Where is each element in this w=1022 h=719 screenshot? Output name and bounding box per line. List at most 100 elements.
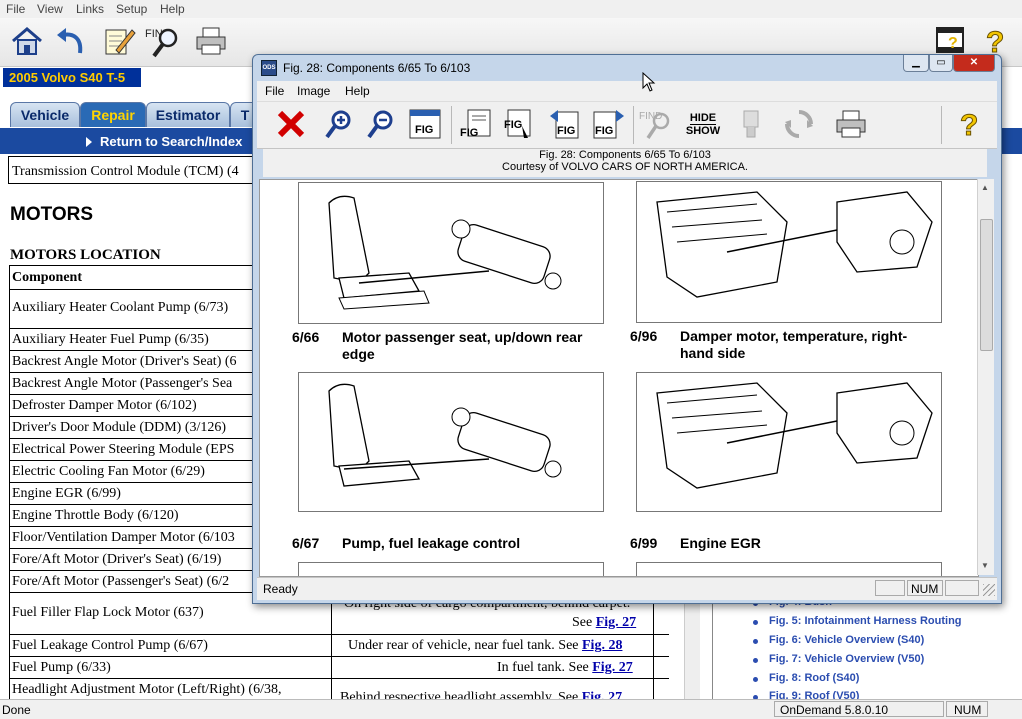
show-label: SHOW bbox=[685, 124, 721, 137]
table-row: Electrical Power Steering Module (EPS bbox=[12, 442, 235, 457]
table-row: Engine EGR (6/99) bbox=[12, 486, 121, 501]
figure-label: Pump, fuel leakage control bbox=[342, 535, 521, 551]
return-to-search-link[interactable]: Return to Search/Index bbox=[100, 134, 243, 149]
figure-code: 6/96 bbox=[630, 328, 658, 344]
table-row: Transmission Control Module (TCM) (4 bbox=[12, 164, 239, 179]
printer-icon[interactable] bbox=[833, 106, 869, 142]
table-row: Driver's Door Module (DDM) (3/126) bbox=[12, 420, 227, 435]
figure-image-damper-motor bbox=[636, 181, 942, 323]
fig-27-link[interactable]: Fig. 27 bbox=[595, 615, 637, 630]
window-statusbar: Ready NUM bbox=[257, 577, 997, 600]
app-icon: ODS bbox=[261, 60, 277, 76]
notes-film-icon[interactable]: ? bbox=[932, 22, 970, 60]
hide-show-toggle[interactable]: HIDE SHOW bbox=[685, 106, 721, 142]
table-row: Fuel Filler Flap Lock Motor (637) bbox=[12, 605, 204, 620]
menu-help[interactable]: Help bbox=[345, 84, 370, 98]
figure-label: Damper motor, temperature, right-hand si… bbox=[680, 328, 908, 361]
table-row: Engine Throttle Body (6/120) bbox=[12, 508, 179, 523]
fig-7-link[interactable]: Fig. 7: Vehicle Overview (V50) bbox=[769, 653, 925, 665]
previous-figure-icon[interactable]: FIG bbox=[547, 106, 583, 142]
scroll-thumb[interactable] bbox=[980, 219, 993, 351]
find-disabled-icon: FIND bbox=[639, 106, 675, 142]
figure-image-next bbox=[298, 562, 604, 576]
zoom-out-icon[interactable] bbox=[363, 106, 399, 142]
resize-grip-icon[interactable] bbox=[983, 584, 995, 596]
bullet-icon bbox=[753, 695, 758, 700]
help-icon[interactable]: ? bbox=[951, 106, 987, 142]
bullet-icon bbox=[753, 620, 758, 625]
fig-label: FIG bbox=[415, 124, 433, 136]
menu-image[interactable]: Image bbox=[297, 84, 331, 98]
fig-label: FIG bbox=[504, 119, 522, 131]
svg-text:?: ? bbox=[960, 109, 978, 141]
find-label: FIND bbox=[639, 111, 662, 122]
fig-28-link[interactable]: Fig. 28 bbox=[582, 638, 623, 653]
figure-select-icon[interactable]: FIG bbox=[499, 106, 535, 142]
fig-8-link[interactable]: Fig. 8: Roof (S40) bbox=[769, 672, 860, 684]
caption-title: Fig. 28: Components 6/65 To 6/103 bbox=[539, 149, 711, 161]
table-row: Backrest Angle Motor (Driver's Seat) (6 bbox=[12, 354, 237, 369]
fig-6-link[interactable]: Fig. 6: Vehicle Overview (S40) bbox=[769, 634, 925, 646]
arrow-right-icon bbox=[86, 137, 92, 147]
menu-view[interactable]: View bbox=[37, 2, 63, 16]
mouse-cursor-icon bbox=[642, 72, 656, 92]
bullet-icon bbox=[753, 639, 758, 644]
fig-9-link[interactable]: Fig. 9: Roof (V50) bbox=[769, 690, 860, 699]
table-row: Fuel Leakage Control Pump (6/67) bbox=[12, 638, 208, 653]
fig-27-link[interactable]: Fig. 27 bbox=[592, 660, 633, 675]
figure-window[interactable]: ODS Fig. 28: Components 6/65 To 6/103 ▁ … bbox=[252, 54, 1002, 604]
scroll-down-icon[interactable]: ▼ bbox=[981, 561, 989, 570]
close-x-icon[interactable] bbox=[273, 106, 309, 142]
fig-label: FIG bbox=[460, 127, 478, 139]
bullet-icon bbox=[753, 658, 758, 663]
table-row: Electric Cooling Fan Motor (6/29) bbox=[12, 464, 205, 479]
back-arrow-icon[interactable] bbox=[52, 22, 90, 60]
tab-repair[interactable]: Repair bbox=[80, 102, 146, 127]
help-icon[interactable]: ? bbox=[976, 22, 1014, 60]
next-figure-icon[interactable]: FIG bbox=[591, 106, 627, 142]
column-header-component: Component bbox=[12, 270, 83, 285]
figure-code: 6/99 bbox=[630, 535, 658, 551]
window-toolbar: FIG FIG FIG FIG FIG FIND HIDE SHOW bbox=[257, 101, 997, 149]
notepad-icon[interactable] bbox=[100, 22, 138, 60]
location-text: Behind respective headlight assembly. Se… bbox=[340, 690, 622, 699]
menu-file[interactable]: File bbox=[6, 2, 26, 16]
menu-file[interactable]: File bbox=[265, 84, 285, 98]
tab-vehicle[interactable]: Vehicle bbox=[10, 102, 80, 127]
zoom-in-icon[interactable] bbox=[321, 106, 357, 142]
figure-code: 6/66 bbox=[292, 329, 320, 345]
fit-window-fig-icon[interactable]: FIG bbox=[407, 106, 443, 142]
fig-5-link[interactable]: Fig. 5: Infotainment Harness Routing bbox=[769, 615, 962, 627]
menu-links[interactable]: Links bbox=[76, 2, 105, 16]
printer-icon[interactable] bbox=[192, 22, 230, 60]
figure-code: 6/67 bbox=[292, 535, 320, 551]
table-row: Fuel Pump (6/33) bbox=[12, 660, 111, 675]
menu-help[interactable]: Help bbox=[160, 2, 185, 16]
figure-list-icon[interactable]: FIG bbox=[457, 106, 493, 142]
find-icon[interactable]: FIND bbox=[144, 22, 184, 60]
table-row: Headlight Adjustment Motor (Left/Right) … bbox=[12, 682, 282, 697]
scroll-up-icon[interactable]: ▲ bbox=[981, 183, 989, 192]
figure-image-next bbox=[636, 562, 942, 576]
close-button[interactable]: ✕ bbox=[953, 55, 995, 72]
figure-image-fuel-pump bbox=[298, 372, 604, 512]
figure-image-engine-egr bbox=[636, 372, 942, 512]
maximize-button[interactable]: ▭ bbox=[929, 55, 953, 72]
figure-label: Engine EGR bbox=[680, 535, 761, 551]
location-text: In fuel tank. See Fig. 27 bbox=[497, 660, 633, 675]
fig-27-link[interactable]: Fig. 27 bbox=[581, 690, 623, 699]
num-lock-indicator: NUM bbox=[954, 703, 982, 717]
tab-estimator[interactable]: Estimator bbox=[146, 102, 230, 127]
caption-courtesy: Courtesy of VOLVO CARS OF NORTH AMERICA. bbox=[502, 161, 748, 173]
section-subheading: MOTORS LOCATION bbox=[10, 247, 161, 263]
main-tabs: Vehicle Repair Estimator T bbox=[0, 102, 260, 128]
figure-viewport[interactable]: 6/66 Motor passenger seat, up/down rear … bbox=[259, 179, 979, 577]
main-menubar: File View Links Setup Help bbox=[0, 0, 1022, 19]
location-text: See Fig. 27 bbox=[572, 615, 637, 630]
table-row: Floor/Ventilation Damper Motor (6/103 bbox=[12, 530, 235, 545]
figure-scrollbar[interactable]: ▲ ▼ bbox=[977, 179, 994, 575]
home-icon[interactable] bbox=[8, 22, 46, 60]
minimize-button[interactable]: ▁ bbox=[903, 55, 929, 72]
menu-setup[interactable]: Setup bbox=[116, 2, 148, 16]
vehicle-title: 2005 Volvo S40 T-5 bbox=[3, 68, 141, 87]
